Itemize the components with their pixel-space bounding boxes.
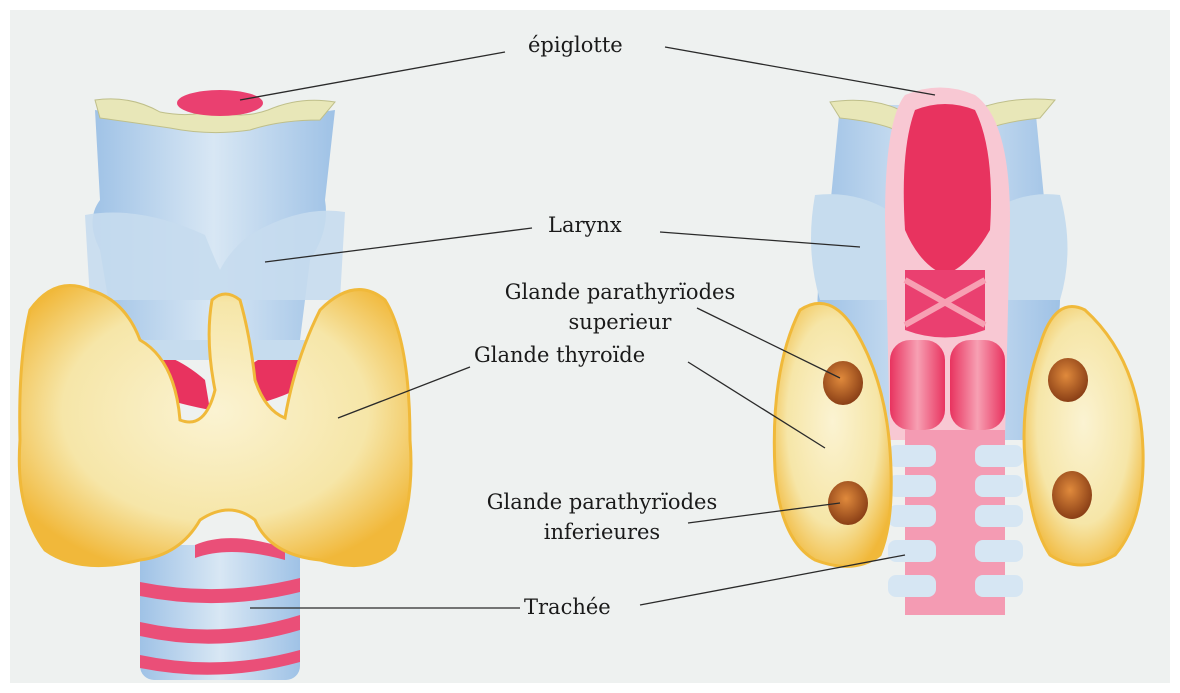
parathyroid-superior-right: [1048, 358, 1088, 402]
label-parathyroid-superior-line2: superieur: [470, 310, 770, 334]
label-parathyroid-superior: Glande parathyrïodes superieur: [470, 280, 770, 334]
label-thyroid: Glande thyroïde: [474, 343, 645, 367]
parathyroid-inferior-left: [828, 481, 868, 525]
label-trachea: Trachée: [524, 595, 611, 619]
label-parathyroid-inferior: Glande parathyrïodes inferieures: [452, 490, 752, 544]
label-epiglotte: épiglotte: [528, 33, 623, 57]
label-parathyroid-inferior-line1: Glande parathyrïodes: [452, 490, 752, 514]
parathyroid-superior-left: [823, 361, 863, 405]
front-trachea: [140, 538, 300, 680]
label-larynx: Larynx: [548, 213, 622, 237]
back-trachea: [888, 430, 1023, 615]
parathyroid-inferior-right: [1052, 471, 1092, 519]
label-parathyroid-inferior-line2: inferieures: [452, 520, 752, 544]
label-parathyroid-superior-line1: Glande parathyrïodes: [470, 280, 770, 304]
